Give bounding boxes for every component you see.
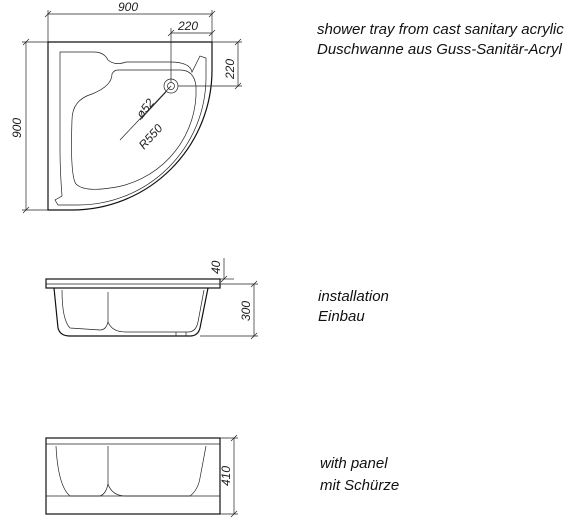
tray-rim [54,51,207,206]
panel-body [45,437,221,515]
caption-panel-de: mit Schürze [320,477,399,494]
caption-installation-de: Einbau [318,308,365,325]
dim-rim-height: 40 [209,260,223,274]
dim-plan-offset-x: 220 [177,19,198,33]
section-panel: 410 [45,434,238,518]
installation-basin [53,287,209,337]
dim-installation-height: 300 [239,301,253,321]
dim-plan-width: 900 [118,0,138,14]
section-installation: 40 300 [45,258,258,340]
installation-rim [45,278,221,289]
caption-installation-en: installation [318,288,389,305]
caption-tray-de: Duschwanne aus Guss-Sanitär-Acryl [317,41,562,58]
tray-outline [47,41,213,211]
dim-drain-diameter: ø52 [133,96,157,121]
drain-inner [167,82,175,90]
dim-radius: R550 [136,121,166,152]
dim-plan-offset-y: 220 [223,59,237,80]
plan-view: 900 220 220 900 ø52 R550 [10,0,242,214]
caption-panel-en: with panel [320,455,388,472]
tray-basin [71,69,197,190]
panel-basin [55,445,109,497]
caption-tray-en: shower tray from cast sanitary acrylic [317,21,564,38]
dim-panel-height: 410 [219,466,233,486]
dim-plan-depth: 900 [10,118,24,138]
